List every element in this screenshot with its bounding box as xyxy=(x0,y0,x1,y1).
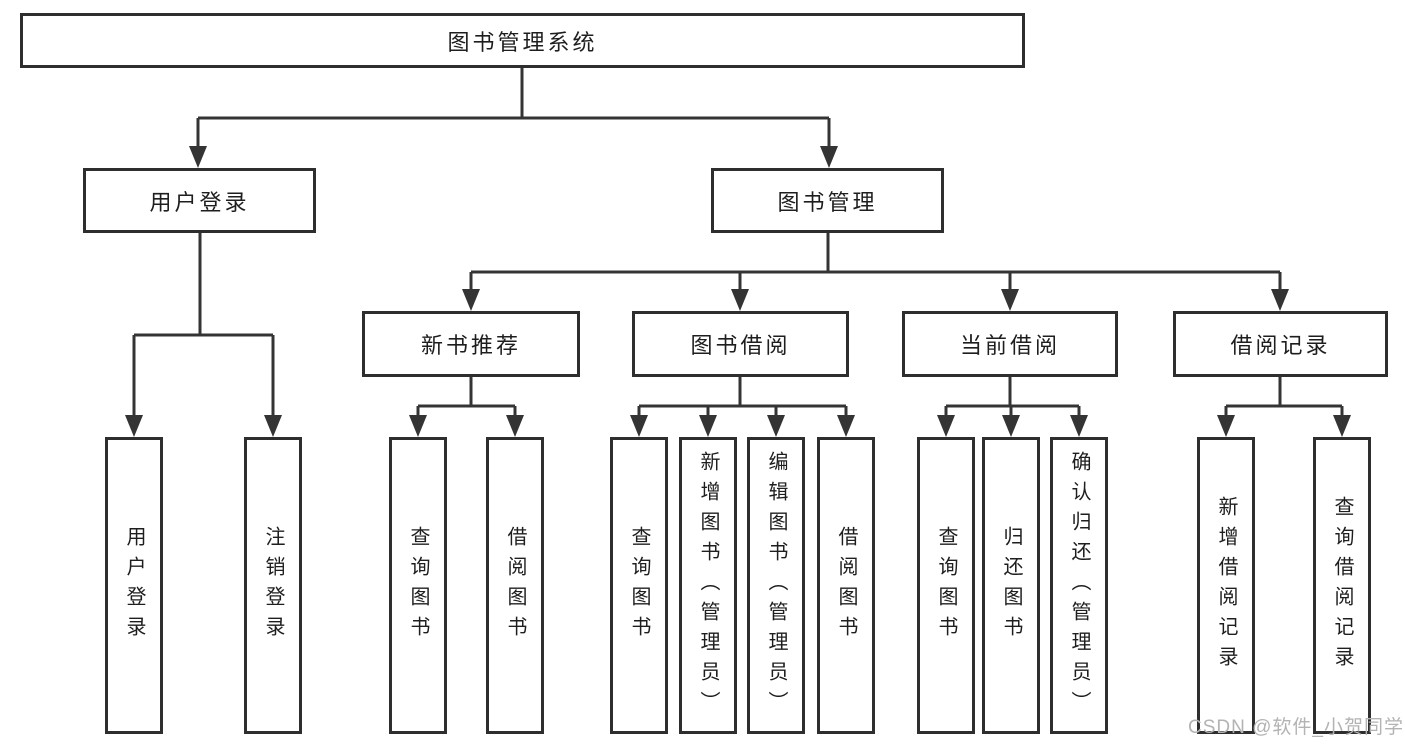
edges-book-management-to-level3 xyxy=(462,233,1289,311)
leaf-edit-books-admin: 编辑图书（管理员） xyxy=(747,437,805,734)
node-label: 新书推荐 xyxy=(420,333,521,358)
node-label: 当前借阅 xyxy=(959,333,1060,358)
node-book-borrow: 图书借阅 xyxy=(632,311,849,377)
leaf-label: 借阅图书 xyxy=(504,525,526,646)
leaf-query-books-current: 查询图书 xyxy=(917,437,975,734)
edges-borrow-record-branch xyxy=(1217,377,1351,437)
leaf-user-login: 用户登录 xyxy=(105,437,163,734)
edges-current-borrow-branch xyxy=(937,377,1088,437)
node-library-management-system: 图书管理系统 xyxy=(20,13,1025,68)
leaf-label: 查询图书 xyxy=(935,525,957,646)
leaf-borrow-books-recommend: 借阅图书 xyxy=(486,437,544,734)
node-new-book-recommend: 新书推荐 xyxy=(362,311,580,377)
node-book-management: 图书管理 xyxy=(711,168,944,233)
leaf-label: 新增图书（管理员） xyxy=(697,450,719,721)
leaf-query-borrow-record: 查询借阅记录 xyxy=(1313,437,1371,734)
leaf-label: 查询图书 xyxy=(628,525,650,646)
leaf-label: 用户登录 xyxy=(123,525,145,646)
leaf-label: 新增借阅记录 xyxy=(1215,495,1237,676)
csdn-watermark: CSDN @软件_小贺同学 xyxy=(1188,717,1404,738)
leaf-label: 确认归还（管理员） xyxy=(1068,450,1090,721)
node-user-login: 用户登录 xyxy=(83,168,316,233)
edges-root-to-level2 xyxy=(189,68,838,168)
leaf-confirm-return-admin: 确认归还（管理员） xyxy=(1050,437,1108,734)
leaf-label: 查询借阅记录 xyxy=(1331,495,1353,676)
leaf-add-borrow-record: 新增借阅记录 xyxy=(1197,437,1255,734)
edges-book-borrow-branch xyxy=(630,377,855,437)
leaf-query-books-borrow: 查询图书 xyxy=(610,437,668,734)
leaf-label: 编辑图书（管理员） xyxy=(765,450,787,721)
node-label: 图书管理系统 xyxy=(447,29,598,55)
leaf-add-books-admin: 新增图书（管理员） xyxy=(679,437,737,734)
node-borrow-record: 借阅记录 xyxy=(1173,311,1388,377)
leaf-label: 查询图书 xyxy=(407,525,429,646)
leaf-borrow-books: 借阅图书 xyxy=(817,437,875,734)
leaf-label: 借阅图书 xyxy=(835,525,857,646)
leaf-logout: 注销登录 xyxy=(244,437,302,734)
node-label: 图书管理 xyxy=(777,189,878,215)
node-current-borrow: 当前借阅 xyxy=(902,311,1118,377)
leaf-return-books: 归还图书 xyxy=(982,437,1040,734)
node-label: 用户登录 xyxy=(149,189,250,215)
node-label: 借阅记录 xyxy=(1230,333,1331,358)
node-label: 图书借阅 xyxy=(690,333,791,358)
leaf-label: 归还图书 xyxy=(1000,525,1022,646)
leaf-query-books-recommend: 查询图书 xyxy=(389,437,447,734)
leaf-label: 注销登录 xyxy=(262,525,284,646)
edges-user-login-branch xyxy=(125,233,282,437)
edges-new-book-recommend-branch xyxy=(409,377,524,437)
